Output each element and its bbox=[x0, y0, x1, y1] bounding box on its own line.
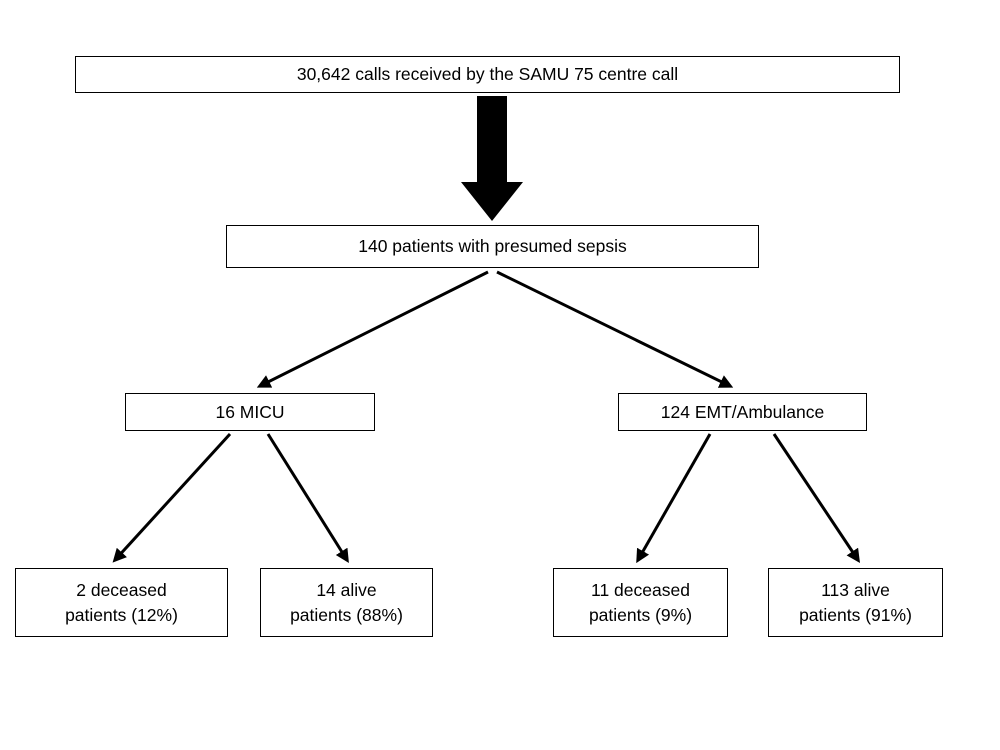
node-micu-deceased-line1: 2 deceased bbox=[76, 580, 167, 600]
node-micu-alive-line1: 14 alive bbox=[316, 580, 377, 600]
node-micu-deceased-line2: patients (12%) bbox=[65, 604, 178, 625]
node-micu-label: 16 MICU bbox=[215, 401, 285, 422]
node-emt-deceased: 11 deceased patients (9%) bbox=[553, 568, 728, 637]
node-emt-deceased-line1: 11 deceased bbox=[591, 580, 690, 600]
connector-micu-deceased bbox=[112, 432, 232, 563]
connector-sepsis-emt bbox=[496, 270, 734, 388]
node-emt-label: 124 EMT/Ambulance bbox=[660, 401, 825, 422]
node-micu: 16 MICU bbox=[125, 393, 375, 431]
connector-emt-alive bbox=[772, 433, 860, 563]
node-emt-deceased-line2: patients (9%) bbox=[588, 604, 693, 625]
node-emt-alive-line2: patients (91%) bbox=[799, 604, 912, 625]
node-micu-alive: 14 alive patients (88%) bbox=[260, 568, 433, 637]
node-calls-received: 30,642 calls received by the SAMU 75 cen… bbox=[75, 56, 900, 93]
node-calls-label: 30,642 calls received by the SAMU 75 cen… bbox=[296, 64, 679, 85]
block-arrow-calls-to-sepsis bbox=[461, 96, 523, 221]
node-micu-alive-line2: patients (88%) bbox=[290, 604, 403, 625]
node-emt-alive: 113 alive patients (91%) bbox=[768, 568, 943, 637]
node-emt-alive-line1: 113 alive bbox=[821, 580, 890, 600]
node-micu-deceased: 2 deceased patients (12%) bbox=[15, 568, 228, 637]
connector-emt-deceased bbox=[636, 433, 712, 564]
node-sepsis-label: 140 patients with presumed sepsis bbox=[358, 236, 627, 257]
connector-micu-alive bbox=[266, 433, 349, 564]
node-emt-ambulance: 124 EMT/Ambulance bbox=[618, 393, 867, 431]
node-presumed-sepsis: 140 patients with presumed sepsis bbox=[226, 225, 759, 268]
connector-sepsis-micu bbox=[256, 270, 489, 388]
